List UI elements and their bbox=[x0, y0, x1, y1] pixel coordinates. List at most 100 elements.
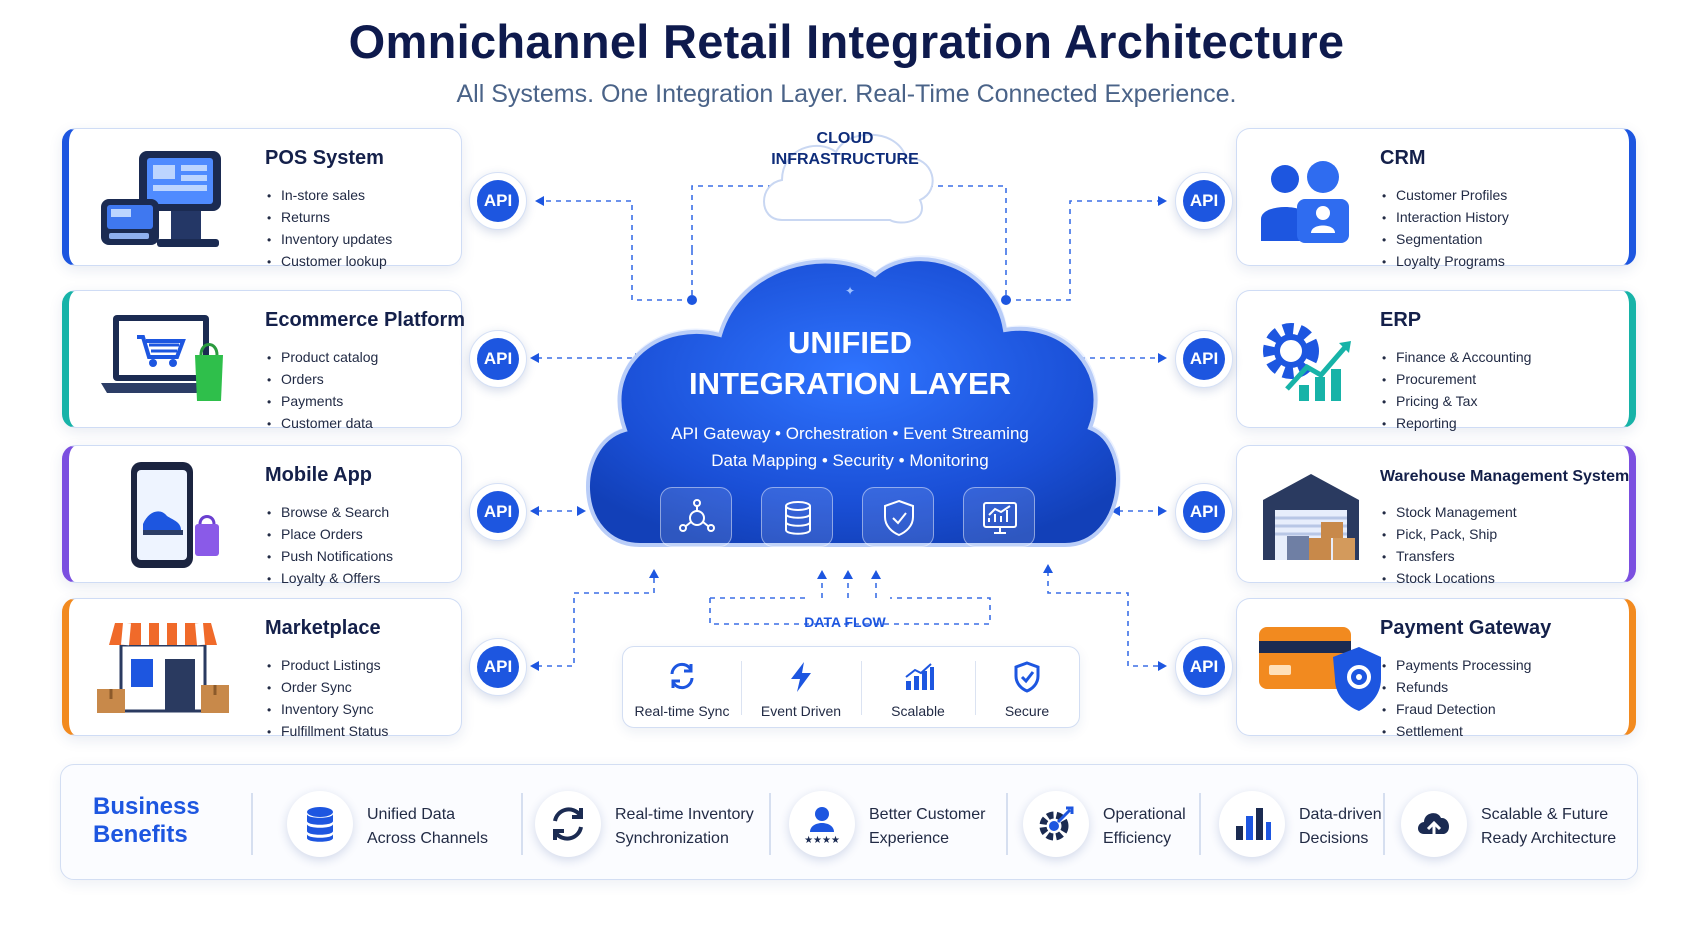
list-item: Customer Profiles bbox=[1382, 185, 1509, 207]
trait-label: Secure bbox=[1004, 703, 1050, 719]
benefit-data-driven: Data-driven Decisions bbox=[1219, 785, 1399, 861]
list-item: Product catalog bbox=[267, 347, 378, 369]
card-erp[interactable]: ERP Finance & Accounting Procurement Pri… bbox=[1236, 290, 1636, 431]
card-title: Payment Gateway bbox=[1380, 617, 1552, 639]
api-badge-pos[interactable]: API bbox=[469, 172, 527, 230]
api-badge-ecommerce[interactable]: API bbox=[469, 330, 527, 388]
smartphone-shoe-icon bbox=[131, 462, 219, 568]
list-item: Payments bbox=[267, 391, 378, 413]
list-item: Customer data bbox=[267, 413, 378, 435]
shield-check-icon bbox=[1014, 661, 1040, 693]
card-marketplace[interactable]: Marketplace Product Listings Order Sync … bbox=[62, 598, 462, 739]
card-list: Payments Processing Refunds Fraud Detect… bbox=[1382, 655, 1531, 743]
benefit-label: Real-time Inventory Synchronization bbox=[615, 806, 754, 847]
benefit-scalable-architecture: Scalable & Future Ready Architecture bbox=[1401, 785, 1631, 861]
card-warehouse-management-system[interactable]: Warehouse Management System Stock Manage… bbox=[1236, 445, 1636, 586]
list-item: Order Sync bbox=[267, 677, 388, 699]
pos-terminal-icon bbox=[101, 151, 221, 247]
users-icon bbox=[1261, 161, 1349, 243]
api-badge-erp[interactable]: API bbox=[1175, 330, 1233, 388]
trait-scalable: Scalable bbox=[861, 647, 975, 729]
card-title: Ecommerce Platform bbox=[265, 309, 466, 331]
list-item: Fulfillment Status bbox=[267, 721, 388, 743]
business-benefits-panel: Business Benefits Unified Data Across Ch… bbox=[60, 764, 1638, 880]
divider bbox=[521, 793, 523, 855]
unified-layer-title: UNIFIED INTEGRATION LAYER bbox=[688, 325, 1012, 401]
list-item: Refunds bbox=[1382, 677, 1531, 699]
card-title: ERP bbox=[1380, 309, 1422, 331]
card-payment-gateway[interactable]: Payment Gateway Payments Processing Refu… bbox=[1236, 598, 1636, 739]
card-ecommerce-platform[interactable]: Ecommerce Platform Product catalog Order… bbox=[62, 290, 466, 431]
list-item: Fraud Detection bbox=[1382, 699, 1531, 721]
list-item: Segmentation bbox=[1382, 229, 1509, 251]
list-item: In-store sales bbox=[267, 185, 392, 207]
list-item: Browse & Search bbox=[267, 502, 393, 524]
divider bbox=[769, 793, 771, 855]
warehouse-icon bbox=[1263, 474, 1359, 560]
benefit-operational-efficiency: Operational Efficiency bbox=[1023, 785, 1223, 861]
trait-secure: Secure bbox=[975, 647, 1079, 729]
card-mobile-app[interactable]: Mobile App Browse & Search Place Orders … bbox=[62, 445, 462, 586]
api-label: API bbox=[1183, 646, 1225, 688]
divider bbox=[861, 661, 862, 715]
list-item: Push Notifications bbox=[267, 546, 393, 568]
page-title: Omnichannel Retail Integration Architect… bbox=[348, 15, 1345, 68]
security-shield-icon bbox=[862, 487, 934, 547]
sync-icon bbox=[670, 662, 694, 690]
benefits-title: Business Benefits bbox=[93, 793, 200, 848]
database-icon bbox=[307, 807, 333, 842]
cloud-upload-icon bbox=[1418, 813, 1450, 838]
api-badge-marketplace[interactable]: API bbox=[469, 638, 527, 696]
card-list: Customer Profiles Interaction History Se… bbox=[1382, 185, 1509, 273]
refresh-icon bbox=[553, 807, 583, 841]
list-item: Inventory updates bbox=[267, 229, 392, 251]
card-list: Browse & Search Place Orders Push Notifi… bbox=[267, 502, 393, 590]
unified-layer-features: API Gateway • Orchestration • Event Stre… bbox=[600, 420, 1100, 474]
card-crm[interactable]: CRM Customer Profiles Interaction Histor… bbox=[1236, 128, 1636, 269]
card-list: In-store sales Returns Inventory updates… bbox=[267, 185, 392, 273]
list-item: Orders bbox=[267, 369, 378, 391]
card-pos-system[interactable]: POS System In-store sales Returns Invent… bbox=[62, 128, 462, 269]
database-icon bbox=[761, 487, 833, 547]
api-label: API bbox=[477, 180, 519, 222]
card-title: Marketplace bbox=[265, 617, 381, 639]
cloud-infrastructure-label: CLOUD INFRASTRUCTURE bbox=[760, 128, 930, 170]
api-badge-payment[interactable]: API bbox=[1175, 638, 1233, 696]
laptop-cart-icon bbox=[101, 315, 223, 401]
divider bbox=[1383, 793, 1385, 855]
storefront-icon bbox=[97, 622, 229, 713]
api-label: API bbox=[1183, 491, 1225, 533]
benefit-label: Unified Data Across Channels bbox=[367, 806, 488, 847]
list-item: Inventory Sync bbox=[267, 699, 388, 721]
scale-chart-icon bbox=[905, 663, 934, 690]
list-item: Pricing & Tax bbox=[1382, 391, 1531, 413]
list-item: Finance & Accounting bbox=[1382, 347, 1531, 369]
lightning-icon bbox=[791, 662, 811, 692]
trait-event-driven: Event Driven bbox=[741, 647, 861, 729]
svg-text:★★★★: ★★★★ bbox=[804, 835, 840, 844]
list-item: Pick, Pack, Ship bbox=[1382, 524, 1517, 546]
api-badge-crm[interactable]: API bbox=[1175, 172, 1233, 230]
card-title: CRM bbox=[1380, 147, 1426, 169]
list-item: Stock Management bbox=[1382, 502, 1517, 524]
monitoring-chart-icon bbox=[963, 487, 1035, 547]
api-badge-mobile[interactable]: API bbox=[469, 483, 527, 541]
benefit-unified-data: Unified Data Across Channels bbox=[287, 785, 517, 861]
trait-realtime-sync: Real-time Sync bbox=[623, 647, 741, 729]
features-line-1: API Gateway • Orchestration • Event Stre… bbox=[671, 424, 1029, 443]
bar-chart-icon bbox=[1236, 808, 1271, 840]
card-title: Mobile App bbox=[265, 464, 373, 486]
benefit-label: Data-driven Decisions bbox=[1299, 806, 1382, 847]
list-item: Place Orders bbox=[267, 524, 393, 546]
list-item: Interaction History bbox=[1382, 207, 1509, 229]
api-badge-wms[interactable]: API bbox=[1175, 483, 1233, 541]
data-flow-label: DATA FLOW bbox=[804, 614, 886, 630]
divider bbox=[741, 661, 742, 715]
cloud-infrastructure-shape bbox=[763, 133, 934, 224]
card-title: Warehouse Management System bbox=[1380, 468, 1630, 485]
card-list: Product catalog Orders Payments Customer… bbox=[267, 347, 378, 435]
list-item: Customer lookup bbox=[267, 251, 392, 273]
list-item: Loyalty Programs bbox=[1382, 251, 1509, 273]
orchestration-icon bbox=[660, 487, 732, 547]
api-label: API bbox=[1183, 180, 1225, 222]
